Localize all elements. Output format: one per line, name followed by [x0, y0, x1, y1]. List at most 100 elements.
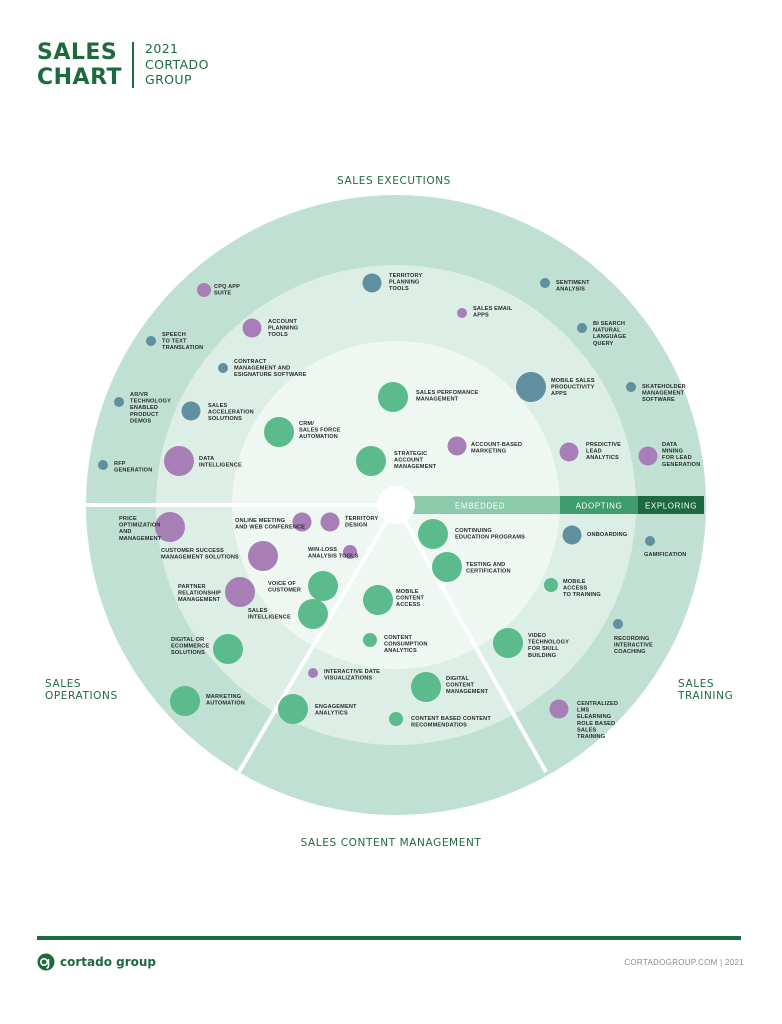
label-line: ECOMMERCE	[171, 644, 209, 650]
footer-logo: cortado group	[37, 953, 156, 971]
logo-text: cortado group	[60, 955, 157, 969]
label-line: PARTNER	[178, 584, 206, 590]
label-line: PLANNING	[389, 280, 419, 286]
label-line: FOR LEAD	[662, 455, 692, 461]
label-line: DEMOS	[130, 418, 151, 424]
label-line: ELEARNING	[577, 714, 611, 720]
bubble-gamification	[645, 536, 655, 546]
bubble-marketing-automation	[170, 686, 200, 716]
bubble-speech-to-text-translation	[146, 336, 156, 346]
label-line: INTERACTIVE	[614, 643, 653, 649]
bubble-online-meeting-and-web-conference	[292, 512, 312, 532]
label-line: MOBILE SALES	[551, 378, 595, 384]
bubble-sales-acceleration-solutions	[181, 401, 201, 421]
bubble-win-loss-analysis-tools	[343, 545, 357, 559]
label-line: CPQ APP	[214, 284, 240, 290]
label-line: TERRITORY	[345, 516, 378, 522]
label-line: ACCOUNT-BASED	[471, 442, 522, 448]
stage-embedded-band	[396, 496, 560, 514]
label-line: CUSTOMER SUCCESS	[161, 548, 224, 554]
page-title: SALES CHART	[37, 40, 123, 90]
footer-rule	[37, 936, 741, 940]
label-line: MOBILE	[396, 589, 419, 595]
stage-embedded-label: EMBEDDED	[455, 502, 505, 511]
label-line: PLANNING	[268, 326, 298, 332]
page-subtitle: 2021 CORTADO GROUP	[145, 41, 209, 87]
label-line: TECHNOLOGY	[528, 640, 569, 646]
bubble-bi-search-natural-language-query	[577, 323, 587, 333]
label-line: EDUCATION PROGRAMS	[455, 535, 525, 541]
horizontal-divider	[86, 503, 400, 507]
item-onboarding: ONBOARDING	[562, 525, 627, 545]
label-line: BUILDING	[528, 653, 556, 659]
bubble-digital-content-management	[411, 672, 441, 702]
label-line: TRANSLATION	[162, 345, 203, 351]
label-line: SKATEHOLDER	[642, 384, 686, 390]
label-line: APPS	[551, 391, 567, 397]
label-line: MANAGEMENT	[446, 689, 489, 695]
label-line: PRODUCTIVITY	[551, 385, 595, 391]
stage-exploring-band	[638, 496, 704, 514]
label-line: CONTENT	[446, 683, 475, 689]
section-label-executions: SALES EXECUTIONS	[337, 175, 451, 187]
label-line: SOLUTIONS	[208, 416, 242, 422]
label-line: PRICE	[119, 516, 137, 522]
section-dividers	[86, 503, 548, 774]
bubble-data-mining-for-lead-generation	[638, 446, 658, 466]
bubble-sales-intelligence	[298, 599, 328, 629]
bubble-video-technology-for-skill-building	[493, 628, 523, 658]
label-line: MARKETING	[206, 694, 241, 700]
label-line: MANAGEMENT	[642, 391, 685, 397]
label-line: SALES	[577, 727, 597, 733]
bubble-account-based-marketing	[447, 436, 467, 456]
label-line: DIGITAL OR	[171, 637, 204, 643]
label-line: VOICE OF	[268, 581, 296, 587]
divider-left-spoke	[237, 503, 398, 774]
label-line: GENERATION	[662, 462, 700, 468]
label-line: CONSUMPTION	[384, 642, 428, 648]
label-line: TOOLS	[389, 286, 409, 292]
label-line: CONTINUING	[455, 528, 492, 534]
section-label-operations-line2: OPERATIONS	[45, 690, 118, 702]
bubble-continuing-education-programs	[418, 519, 448, 549]
label-line: CONTENT	[384, 635, 413, 641]
label-line: RECOMMENDATIOS	[411, 723, 467, 729]
label-line: ONBOARDING	[587, 532, 627, 538]
stage-adopting-label: ADOPTING	[576, 502, 623, 511]
label-line: TOOLS	[268, 332, 288, 338]
label-line: MANAGEMENT AND	[234, 366, 290, 372]
